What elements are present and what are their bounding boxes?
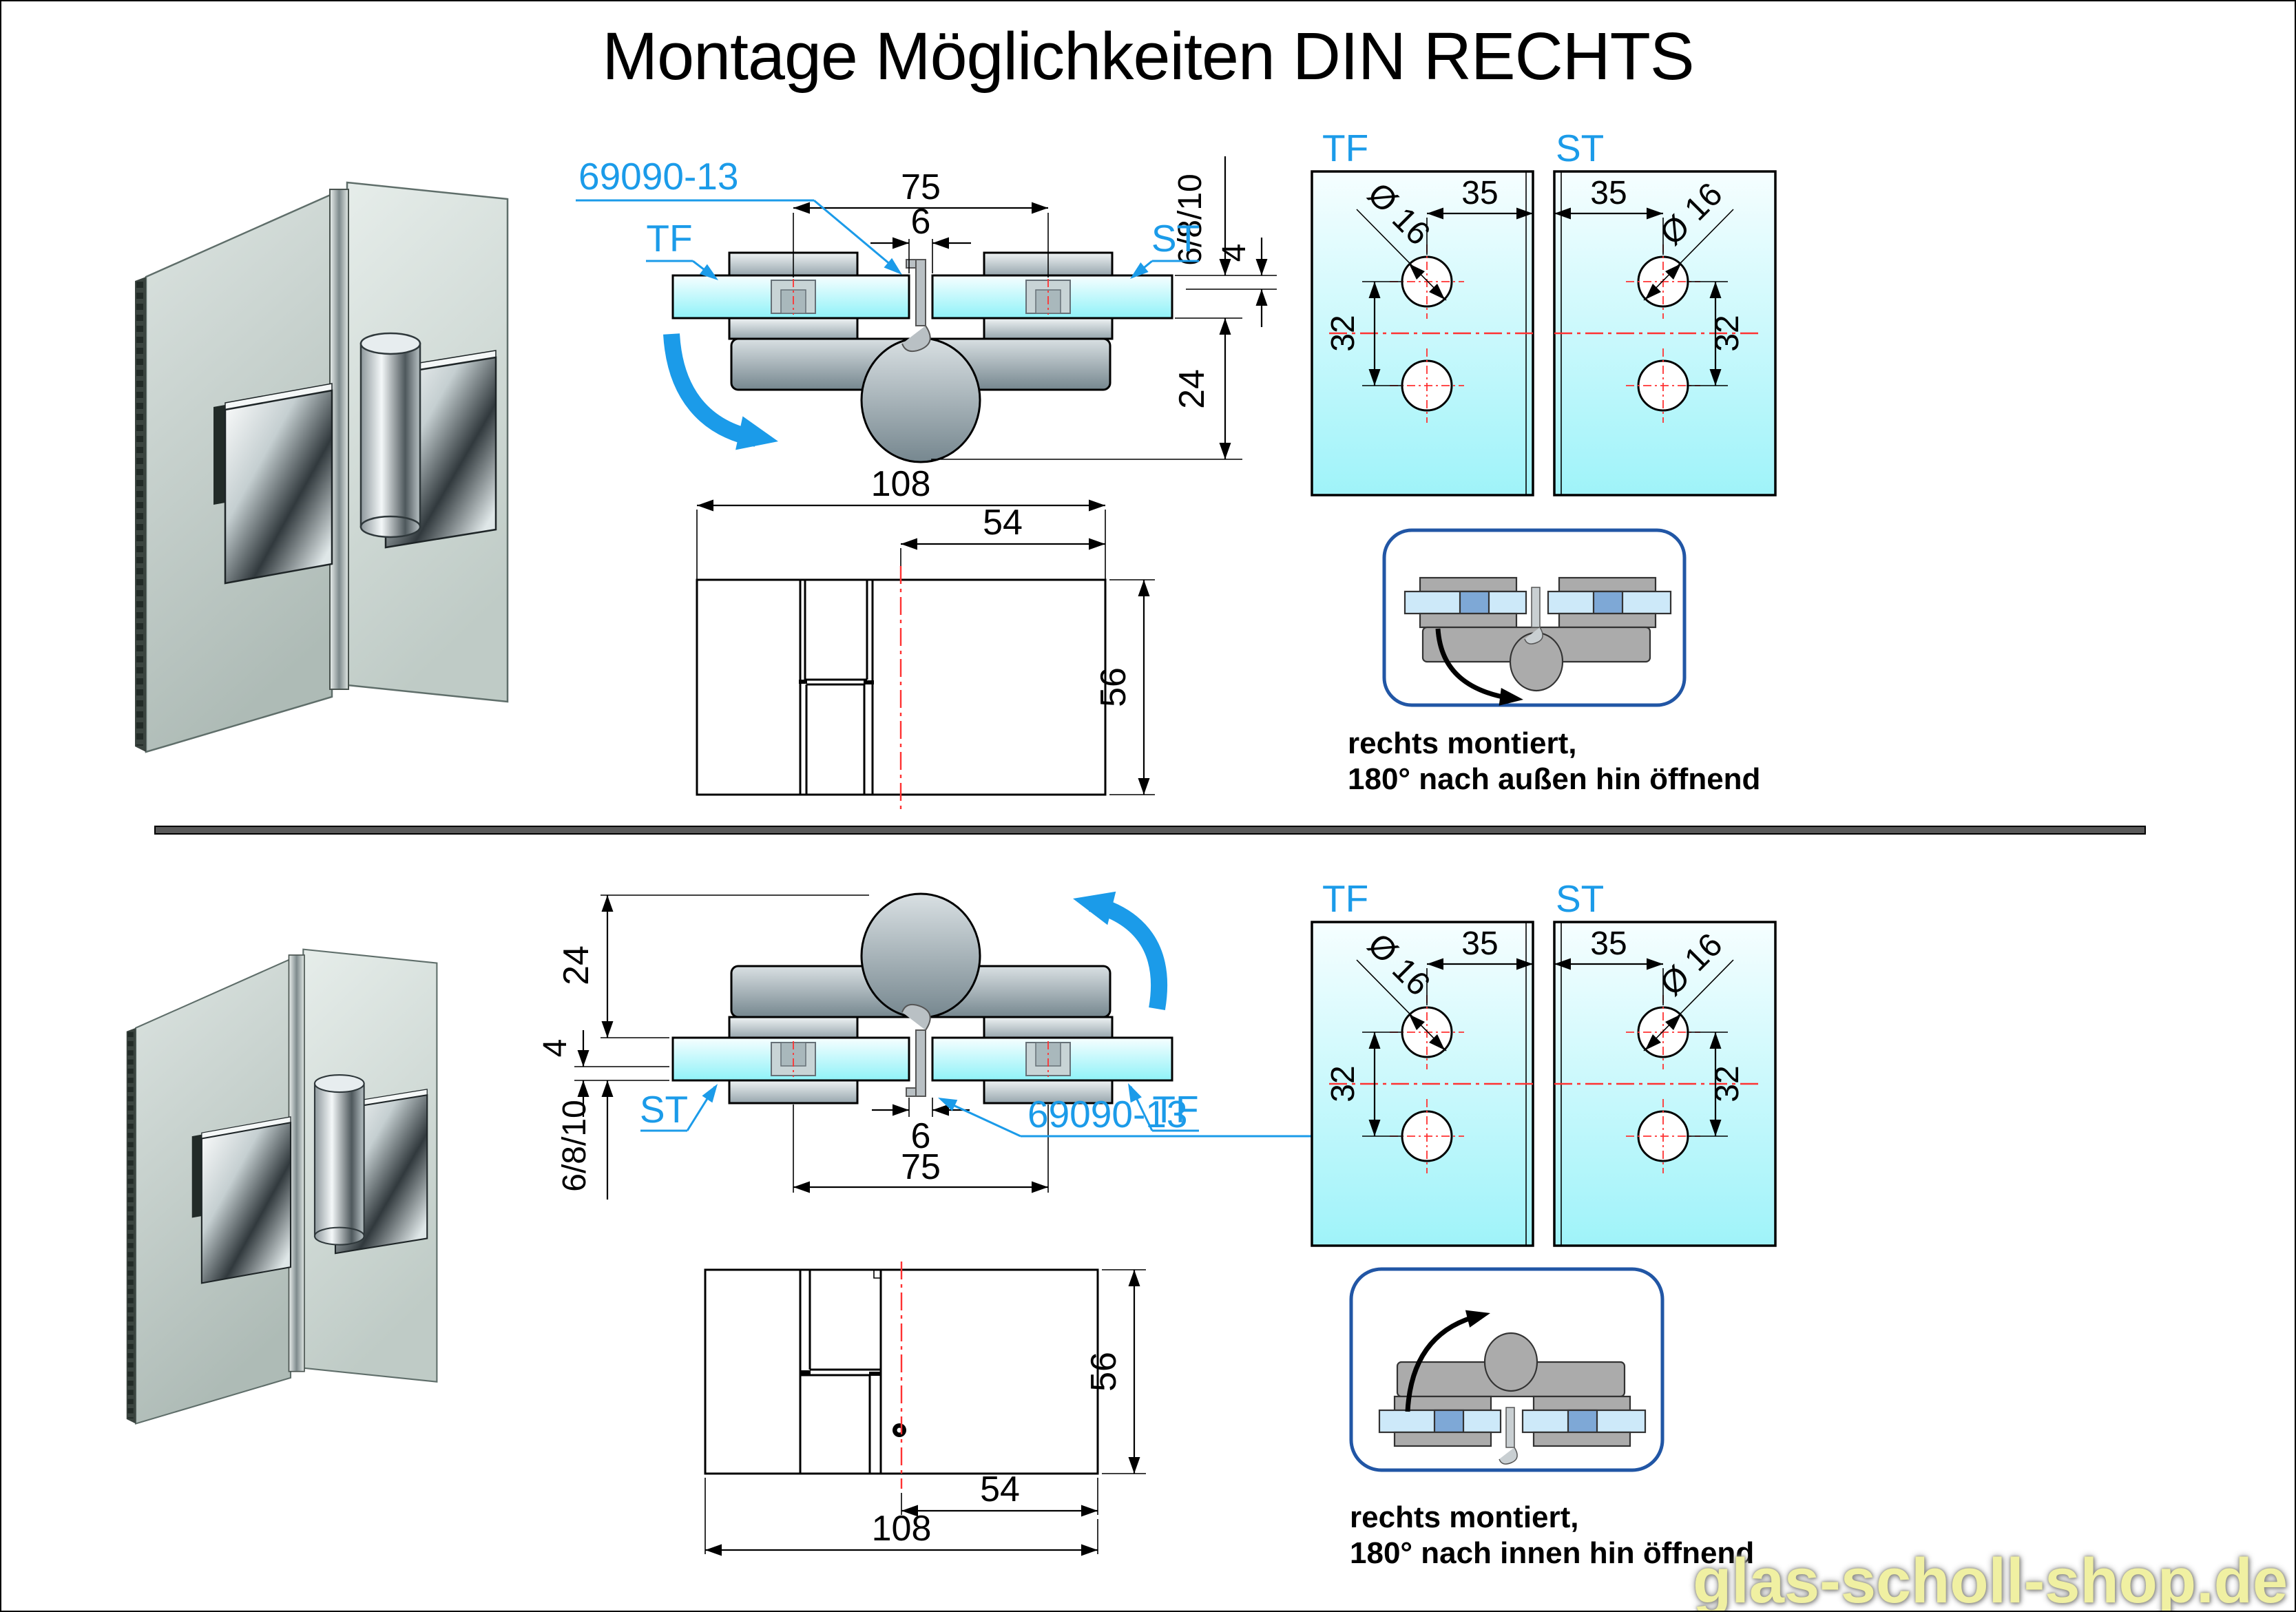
dim-hole-spacing: 32 — [1709, 315, 1746, 351]
dim-plate-half-width: 54 — [980, 1469, 1020, 1509]
dimensions-front-top: 108 54 56 — [696, 464, 1155, 795]
cross-section-bottom-diagram: 24 4 6/8/10 6 75 ST — [537, 891, 1320, 1200]
page-title: Montage Möglichkeiten DIN RECHTS — [602, 19, 1694, 94]
front-view-top-diagram: 108 54 56 — [696, 464, 1155, 814]
opening-schema-inward-icon — [1349, 1267, 1664, 1472]
dim-plate-offset: 4 — [537, 1039, 574, 1058]
dim-hole-spacing: 32 — [1709, 1065, 1746, 1102]
dim-hole-edge: 35 — [1590, 925, 1627, 962]
st-panel: 35 Ø 16 32 — [1553, 170, 1777, 496]
opening-schema-outward-icon — [1382, 528, 1687, 707]
shop-watermark: glas-scholl-shop.de — [1693, 1546, 2288, 1612]
dim-hole-spacing: 32 — [1325, 1065, 1361, 1102]
dim-plate-height: 56 — [1094, 667, 1134, 707]
tf-panel: 35 Ø 16 32 — [1311, 921, 1534, 1247]
front-view-outline — [704, 1268, 1099, 1475]
st-label: ST — [1556, 877, 1604, 920]
dimensions-top-section: 75 6 6/8/10 4 24 — [793, 156, 1277, 460]
drill-template-top: TF ST 35 Ø 16 32 — [1311, 127, 1777, 496]
swing-arrow-icon — [1435, 628, 1523, 706]
cross-section-top-diagram: 75 6 6/8/10 4 24 69090-13 — [576, 155, 1277, 463]
hinge-pivot-cylinder — [359, 332, 421, 538]
open-direction-arrow-icon — [1073, 891, 1168, 1011]
dim-hole-edge: 35 — [1461, 175, 1498, 211]
caption-outward-line1: rechts montiert, — [1348, 726, 1577, 760]
dim-center-gap: 6 — [911, 1116, 931, 1156]
blue-callouts-bottom: ST TF 69090-13 — [640, 1083, 1320, 1138]
caption-inward: rechts montiert, 180° nach innen hin öff… — [1350, 1500, 1754, 1571]
dim-glass-thickness: 6/8/10 — [556, 1100, 593, 1191]
tf-panel: 35 Ø 16 32 — [1311, 170, 1534, 496]
dim-hinge-width: 75 — [901, 1147, 941, 1187]
caption-outward: rechts montiert, 180° nach außen hin öff… — [1348, 726, 1760, 797]
open-direction-arrow-icon — [663, 333, 778, 450]
dim-plate-height: 56 — [1084, 1352, 1124, 1392]
st-panel: 35 Ø 16 32 — [1553, 921, 1777, 1247]
drill-template-bottom: TF ST 35 Ø 16 32 — [1311, 877, 1777, 1247]
dim-glass-thickness: 6/8/10 — [1172, 174, 1209, 265]
st-label: ST — [640, 1088, 688, 1131]
dim-hole-edge: 35 — [1461, 925, 1498, 962]
dimensions-bottom-section: 24 4 6/8/10 6 75 — [537, 894, 1049, 1200]
section-divider — [154, 826, 2146, 835]
dim-hinge-width: 75 — [901, 167, 941, 207]
seal-profile — [901, 1003, 931, 1097]
mini-section-inward — [1378, 1332, 1647, 1465]
dim-body-depth: 24 — [556, 945, 596, 985]
tf-label: TF — [1322, 877, 1368, 920]
seal-profile — [901, 259, 931, 353]
caption-outward-line2: 180° nach außen hin öffnend — [1348, 762, 1761, 796]
part-number-label: 69090-13 — [578, 155, 738, 198]
dimensions-front-bottom: 56 54 108 — [705, 1269, 1146, 1556]
hinge-section-geometry — [671, 892, 1173, 1105]
hinge-clamp-left — [191, 1116, 292, 1284]
tf-label: TF — [646, 217, 692, 260]
dim-plate-width: 108 — [871, 464, 931, 504]
hinge-clamp-left — [213, 383, 333, 585]
hinge-pivot-cylinder — [313, 1074, 365, 1246]
dim-plate-half-width: 54 — [983, 503, 1023, 543]
dim-hole-spacing: 32 — [1325, 315, 1361, 351]
st-label: ST — [1556, 127, 1604, 169]
hinge-3d-render-bottom — [126, 948, 438, 1425]
caption-inward-line2: 180° nach innen hin öffnend — [1350, 1536, 1755, 1570]
dim-center-gap: 6 — [911, 202, 931, 242]
swing-arrow-icon — [1405, 1310, 1490, 1412]
blue-callouts-top: 69090-13 TF ST — [576, 155, 1200, 280]
tf-label: TF — [1152, 1088, 1198, 1131]
hinge-3d-render-top — [135, 181, 509, 753]
front-view-bottom-diagram: 56 54 108 — [704, 1262, 1146, 1556]
part-number-label: 69090-13 — [1027, 1093, 1187, 1135]
st-label: ST — [1151, 217, 1200, 260]
mini-section-outward — [1403, 576, 1672, 692]
dim-plate-width: 108 — [872, 1509, 932, 1549]
dim-hole-edge: 35 — [1590, 175, 1627, 211]
dim-plate-offset: 4 — [1216, 244, 1253, 262]
dim-body-depth: 24 — [1172, 369, 1212, 409]
tf-label: TF — [1322, 127, 1368, 169]
caption-inward-line1: rechts montiert, — [1350, 1500, 1579, 1534]
